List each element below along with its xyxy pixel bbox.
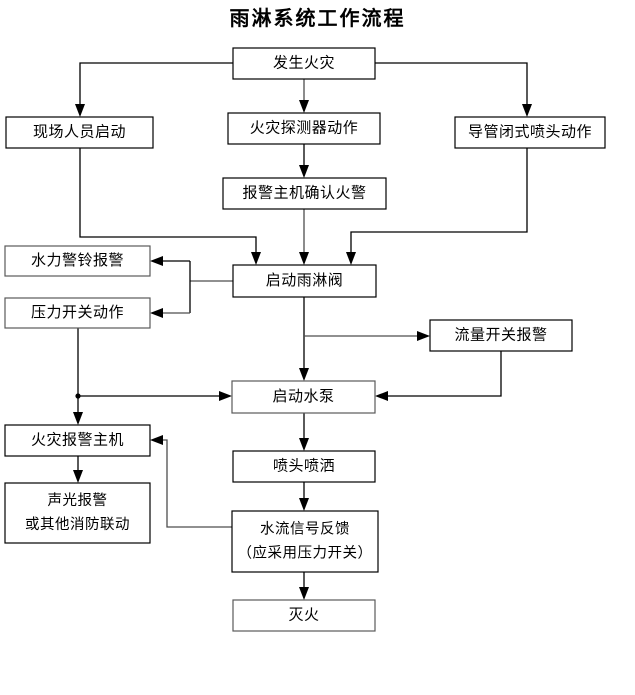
node-label-audible-visual: 或其他消防联动 (25, 516, 130, 533)
edge-manual-start-to-deluge-valve (79, 148, 257, 258)
node-label-flow-feedback: 水流信号反馈 (260, 521, 350, 538)
node-flow-feedback[interactable]: 水流信号反馈 （应采用压力开关） (231, 510, 379, 573)
node-sprinkler-spray[interactable]: 喷头喷洒 (232, 450, 376, 483)
node-box-manual-start (5, 116, 154, 149)
node-box-water-bell (4, 245, 151, 277)
node-label-detector: 火灾探测器动作 (250, 119, 359, 137)
node-start-pump[interactable]: 启动水泵 (231, 380, 376, 414)
node-label-panel-confirm: 报警主机确认火警 (242, 184, 366, 202)
node-label-deluge-valve: 启动雨淋阀 (266, 271, 344, 289)
node-extinguish[interactable]: 灭火 (232, 599, 376, 632)
node-manual-start[interactable]: 现场人员启动 (5, 116, 154, 149)
node-label-sprinkler-spray: 喷头喷洒 (273, 457, 335, 475)
node-box-flow-switch (429, 319, 573, 352)
arrowhead-start-pump-from-right (375, 391, 388, 401)
edge-fire-to-manual-start (79, 62, 233, 110)
node-label-closed-head: 导管闭式喷头动作 (468, 123, 592, 141)
node-box-pressure-switch (4, 297, 151, 329)
arrowhead-deluge-from-manual (251, 252, 261, 265)
node-label-audible-visual: 声光报警 (48, 491, 108, 509)
junction-dot-left-spine (75, 393, 81, 399)
node-panel-confirm[interactable]: 报警主机确认火警 (222, 177, 387, 210)
page-title: 雨淋系统工作流程 (229, 6, 406, 30)
node-box-sprinkler-spray (232, 450, 376, 483)
node-alarm-host[interactable]: 火灾报警主机 (4, 424, 151, 457)
arrowhead-deluge-from-closed-head (346, 252, 356, 265)
node-water-bell[interactable]: 水力警铃报警 (4, 245, 151, 277)
node-pressure-switch[interactable]: 压力开关动作 (4, 297, 151, 329)
node-box-deluge-valve (232, 264, 377, 298)
edge-closed-head-to-deluge-valve (350, 148, 528, 258)
node-box-alarm-host (4, 424, 151, 457)
node-label-flow-switch: 流量开关报警 (454, 326, 547, 344)
node-label-start-pump: 启动水泵 (272, 387, 334, 405)
node-box-panel-confirm (222, 177, 387, 210)
arrowhead-start-pump-from-left (219, 391, 232, 401)
node-label-manual-start: 现场人员启动 (33, 123, 126, 141)
node-closed-head[interactable]: 导管闭式喷头动作 (454, 116, 606, 149)
node-box-detector (227, 112, 381, 145)
arrowhead-panel-confirm (299, 165, 309, 178)
node-box-closed-head (454, 116, 606, 149)
node-label-pressure-switch: 压力开关动作 (31, 303, 124, 321)
node-label-water-bell: 水力警铃报警 (31, 251, 124, 269)
connector-layer (73, 62, 532, 600)
arrowhead-sprinkler-spray (299, 438, 309, 451)
node-label-flow-feedback: （应采用压力开关） (238, 544, 373, 562)
node-box-flow-feedback (231, 510, 379, 573)
node-box-audible-visual (4, 482, 151, 544)
arrowhead-deluge-from-panel (299, 252, 309, 265)
node-box-extinguish (232, 599, 376, 632)
edge-fire-to-closed-head (375, 62, 528, 110)
node-box-fire (232, 47, 376, 80)
edge-flow-feedback-to-alarm-host (157, 439, 232, 528)
arrowhead-audible-visual (73, 470, 83, 483)
arrowhead-alarm-host-from-feedback (150, 435, 163, 445)
node-box-start-pump (231, 380, 376, 414)
arrowhead-manual-start (75, 104, 85, 117)
edge-flow-switch-to-start-pump (382, 351, 502, 397)
arrowhead-start-pump-from-valve (299, 368, 309, 381)
node-label-fire: 发生火灾 (273, 54, 335, 72)
node-label-alarm-host: 火灾报警主机 (31, 431, 124, 449)
node-detector[interactable]: 火灾探测器动作 (227, 112, 381, 145)
arrowhead-detector (299, 100, 309, 113)
arrowhead-flow-feedback (299, 498, 309, 511)
arrowhead-extinguish (299, 587, 309, 600)
node-fire[interactable]: 发生火灾 (232, 47, 376, 80)
arrowhead-flow-switch (417, 331, 430, 341)
node-flow-switch[interactable]: 流量开关报警 (429, 319, 573, 352)
arrowhead-alarm-host (73, 412, 83, 425)
arrowhead-closed-head (522, 104, 532, 117)
arrowhead-water-bell (150, 256, 163, 266)
arrowhead-pressure-switch (150, 308, 163, 318)
node-deluge-valve[interactable]: 启动雨淋阀 (232, 264, 377, 298)
node-label-extinguish: 灭火 (288, 606, 319, 624)
